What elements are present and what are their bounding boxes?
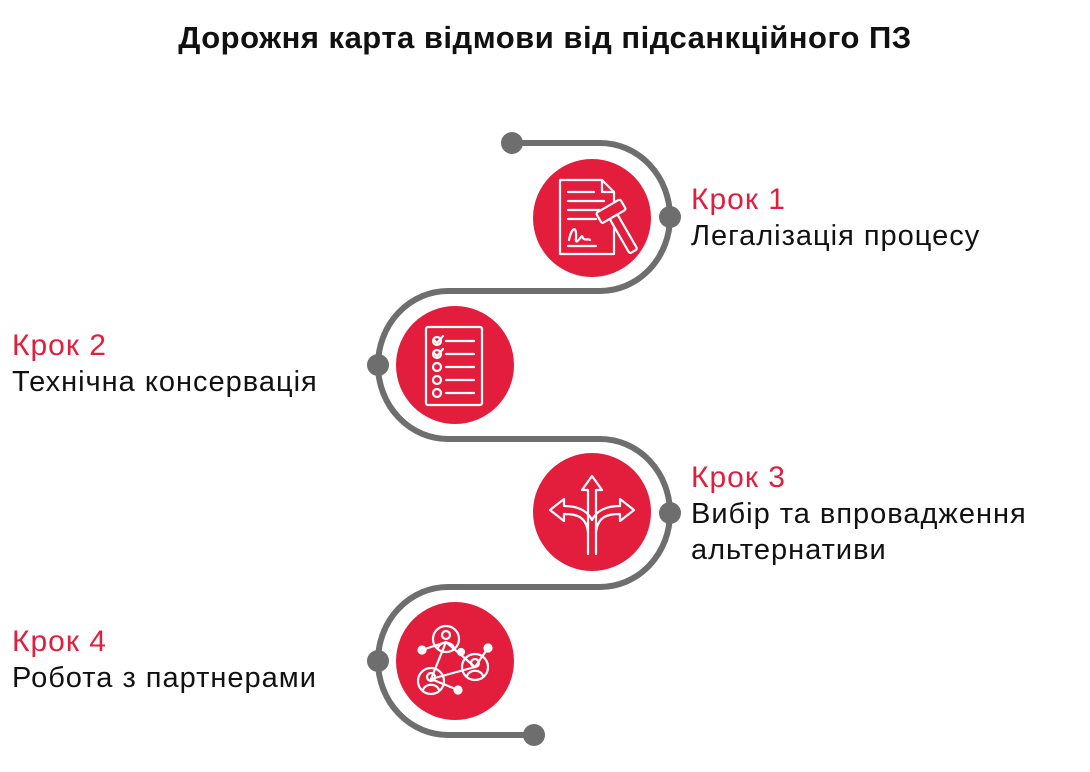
network-people-icon <box>396 602 514 720</box>
path-end-dot <box>523 724 545 746</box>
step-1: Крок 1 Легалізація процесу <box>691 182 980 254</box>
step3-marker-dot <box>659 502 681 524</box>
step-4: Крок 4 Робота з партнерами <box>12 624 317 696</box>
step-4-label: Робота з партнерами <box>12 662 317 694</box>
step-1-label: Легалізація процесу <box>691 220 981 252</box>
step-1-kicker: Крок 1 <box>691 183 786 216</box>
page-title: Дорожня карта відмови від підсанкційного… <box>178 20 912 55</box>
document-gavel-icon <box>533 159 651 277</box>
step-2: Крок 2 Технічна консервація <box>12 328 318 400</box>
step4-marker-dot <box>367 650 389 672</box>
step-3: Крок 3 Вибір та впровадження альтернатив… <box>691 460 1086 568</box>
roadmap-path <box>374 140 674 738</box>
checklist-icon <box>396 306 514 424</box>
split-arrows-icon <box>533 453 651 571</box>
path-start-dot <box>501 132 523 154</box>
step-2-label: Технічна консервація <box>12 366 318 398</box>
step-4-kicker: Крок 4 <box>12 625 107 658</box>
step-2-kicker: Крок 2 <box>12 329 107 362</box>
step2-marker-dot <box>367 354 389 376</box>
step-3-kicker: Крок 3 <box>691 461 786 494</box>
step1-marker-dot <box>659 206 681 228</box>
step-3-label: Вибір та впровадження альтернативи <box>691 498 1027 566</box>
